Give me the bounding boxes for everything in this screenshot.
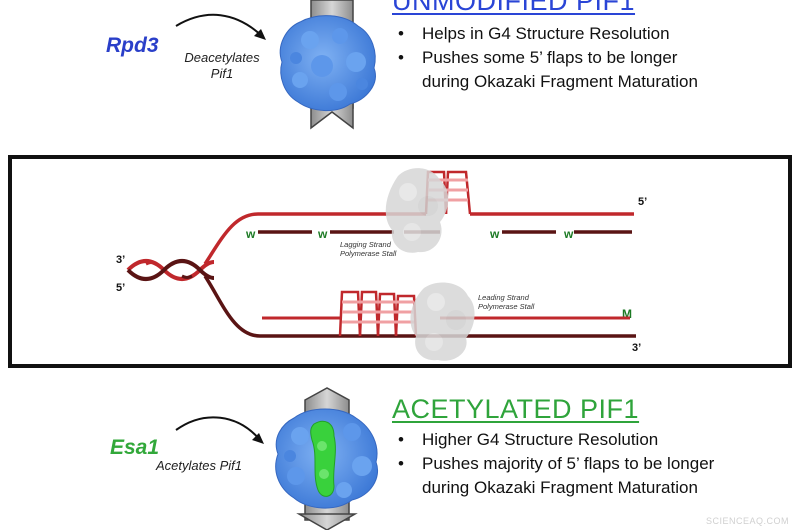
- top-bullet-2-continuation: during Okazaki Fragment Maturation: [422, 72, 698, 91]
- parent-top-end-label: 3’: [116, 254, 126, 266]
- top-action-label: Deacetylates Pif1: [170, 50, 274, 82]
- flap-mark-1: w: [245, 227, 256, 241]
- top-bullet-1-text: Helps in G4 Structure Resolution: [422, 24, 670, 43]
- lagging-stall-label: Lagging Strand Polymerase Stall: [340, 240, 396, 258]
- leading-g4-structures: [338, 290, 418, 337]
- top-action-line1: Deacetylates: [184, 50, 260, 65]
- bottom-bullet-2: Pushes majority of 5’ flaps to be longer…: [392, 452, 714, 500]
- flap-mark-2: w: [317, 227, 328, 241]
- top-panel: [175, 0, 376, 130]
- bottom-action-label: Acetylates Pif1: [156, 458, 242, 473]
- leading-stall-line2: Polymerase Stall: [478, 302, 535, 311]
- leading-stall-label: Leading Strand Polymerase Stall: [478, 293, 534, 311]
- bottom-bullet-1: Higher G4 Structure Resolution: [392, 428, 714, 452]
- bottom-bullet-2-continuation: during Okazaki Fragment Maturation: [422, 478, 698, 497]
- parental-helix: [126, 259, 215, 281]
- lagging-polymerase: [385, 168, 449, 253]
- flap-marks: w w w w M: [245, 227, 632, 321]
- top-bullet-1: Helps in G4 Structure Resolution: [392, 22, 698, 46]
- top-bullet-list: Helps in G4 Structure Resolution Pushes …: [392, 22, 698, 94]
- acetylated-region: [310, 420, 336, 497]
- top-bullet-2-text: Pushes some 5’ flaps to be longer: [422, 48, 678, 67]
- top-action-line2: Pif1: [210, 66, 234, 81]
- top-bullet-2: Pushes some 5’ flaps to be longer during…: [392, 46, 698, 94]
- lagging-stall-line2: Polymerase Stall: [340, 249, 397, 258]
- top-pif1-protein: [279, 15, 376, 111]
- flap-mark-5: M: [622, 307, 632, 321]
- flap-mark-3: w: [489, 227, 500, 241]
- bottom-bullet-2-text: Pushes majority of 5’ flaps to be longer: [422, 454, 715, 473]
- bottom-curved-arrow: [175, 416, 264, 444]
- bottom-panel: [175, 387, 378, 530]
- top-state-title: UNMODIFIED PIF1: [392, 0, 636, 16]
- replication-fork-panel: w w w w M: [8, 155, 792, 368]
- bottom-bullet-list: Higher G4 Structure Resolution Pushes ma…: [392, 428, 714, 500]
- lagging-template-strand: [203, 212, 634, 265]
- watermark: SCIENCEAQ.COM: [706, 516, 790, 526]
- lagging-stall-line1: Lagging Strand: [340, 240, 391, 249]
- bottom-bullet-1-text: Higher G4 Structure Resolution: [422, 430, 659, 449]
- bottom-enzyme-label: Esa1: [110, 436, 160, 459]
- leading-polymerase: [410, 282, 475, 361]
- lagging-end-label: 5’: [638, 196, 648, 208]
- leading-end-label: 3’: [632, 342, 642, 354]
- flap-mark-4: w: [563, 227, 574, 241]
- bottom-state-title: ACETYLATED PIF1: [392, 394, 640, 424]
- leading-stall-line1: Leading Strand: [478, 293, 529, 302]
- leading-template-strand: [203, 275, 636, 338]
- parent-bottom-end-label: 5’: [116, 282, 126, 294]
- top-enzyme-label: Rpd3: [106, 34, 159, 57]
- top-curved-arrow: [175, 13, 266, 40]
